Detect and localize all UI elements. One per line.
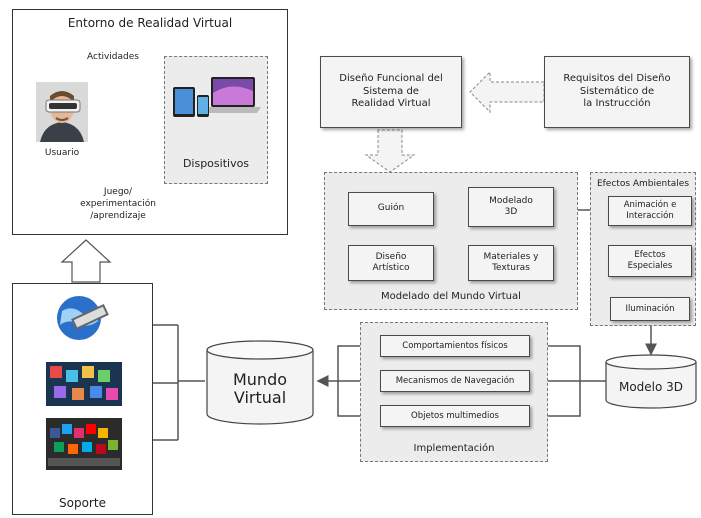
req-to-functional-arrow	[469, 70, 545, 114]
model-3d-cylinder: Modelo 3D	[604, 354, 698, 410]
physics-box: Comportamientos físicos	[380, 335, 530, 357]
feedback-label: Juego/ experimentación /aprendizaje	[80, 187, 156, 222]
implementation-title: Implementación	[413, 443, 495, 454]
model-3d-box: Modelado 3D	[468, 187, 554, 227]
special-effects-box: Efectos Especiales	[608, 245, 692, 277]
model-3d-label: Modelo 3D	[618, 380, 684, 394]
navigation-box: Mecanismos de Navegación	[380, 370, 530, 392]
activities-label: Actividades	[87, 52, 139, 62]
support-to-vr-arrow	[60, 239, 112, 283]
virtual-world-cylinder: Mundo Virtual	[205, 340, 315, 426]
user-label: Usuario	[44, 148, 80, 158]
apps-icon	[46, 362, 122, 406]
lighting-box: Iluminación	[610, 297, 690, 321]
functional-to-modeling-arrow	[364, 129, 416, 173]
script-box: Guión	[348, 192, 434, 226]
requirements-box: Requisitos del Diseño Sistemático de la …	[544, 56, 690, 128]
animation-box: Animación e Interacción	[608, 196, 692, 226]
functional-design-box: Diseño Funcional del Sistema de Realidad…	[320, 56, 462, 128]
devices-label: Dispositivos	[182, 157, 250, 170]
artistic-design-box: Diseño Artístico	[348, 245, 434, 281]
multimedia-box: Objetos multimedios	[380, 405, 530, 427]
vr-environment-title: Entorno de Realidad Virtual	[67, 16, 233, 30]
modeling-title: Modelado del Mundo Virtual	[381, 291, 521, 302]
support-title: Soporte	[59, 496, 106, 510]
materials-box: Materiales y Texturas	[468, 245, 554, 281]
virtual-world-label: Mundo Virtual	[232, 369, 288, 407]
user-vr-headset-image	[36, 82, 88, 142]
globe-icon	[52, 293, 110, 343]
effects-title: Efectos Ambientales	[596, 179, 690, 189]
social-media-icon	[46, 418, 122, 470]
devices-image	[171, 73, 263, 135]
devices-box: Dispositivos	[164, 56, 268, 184]
